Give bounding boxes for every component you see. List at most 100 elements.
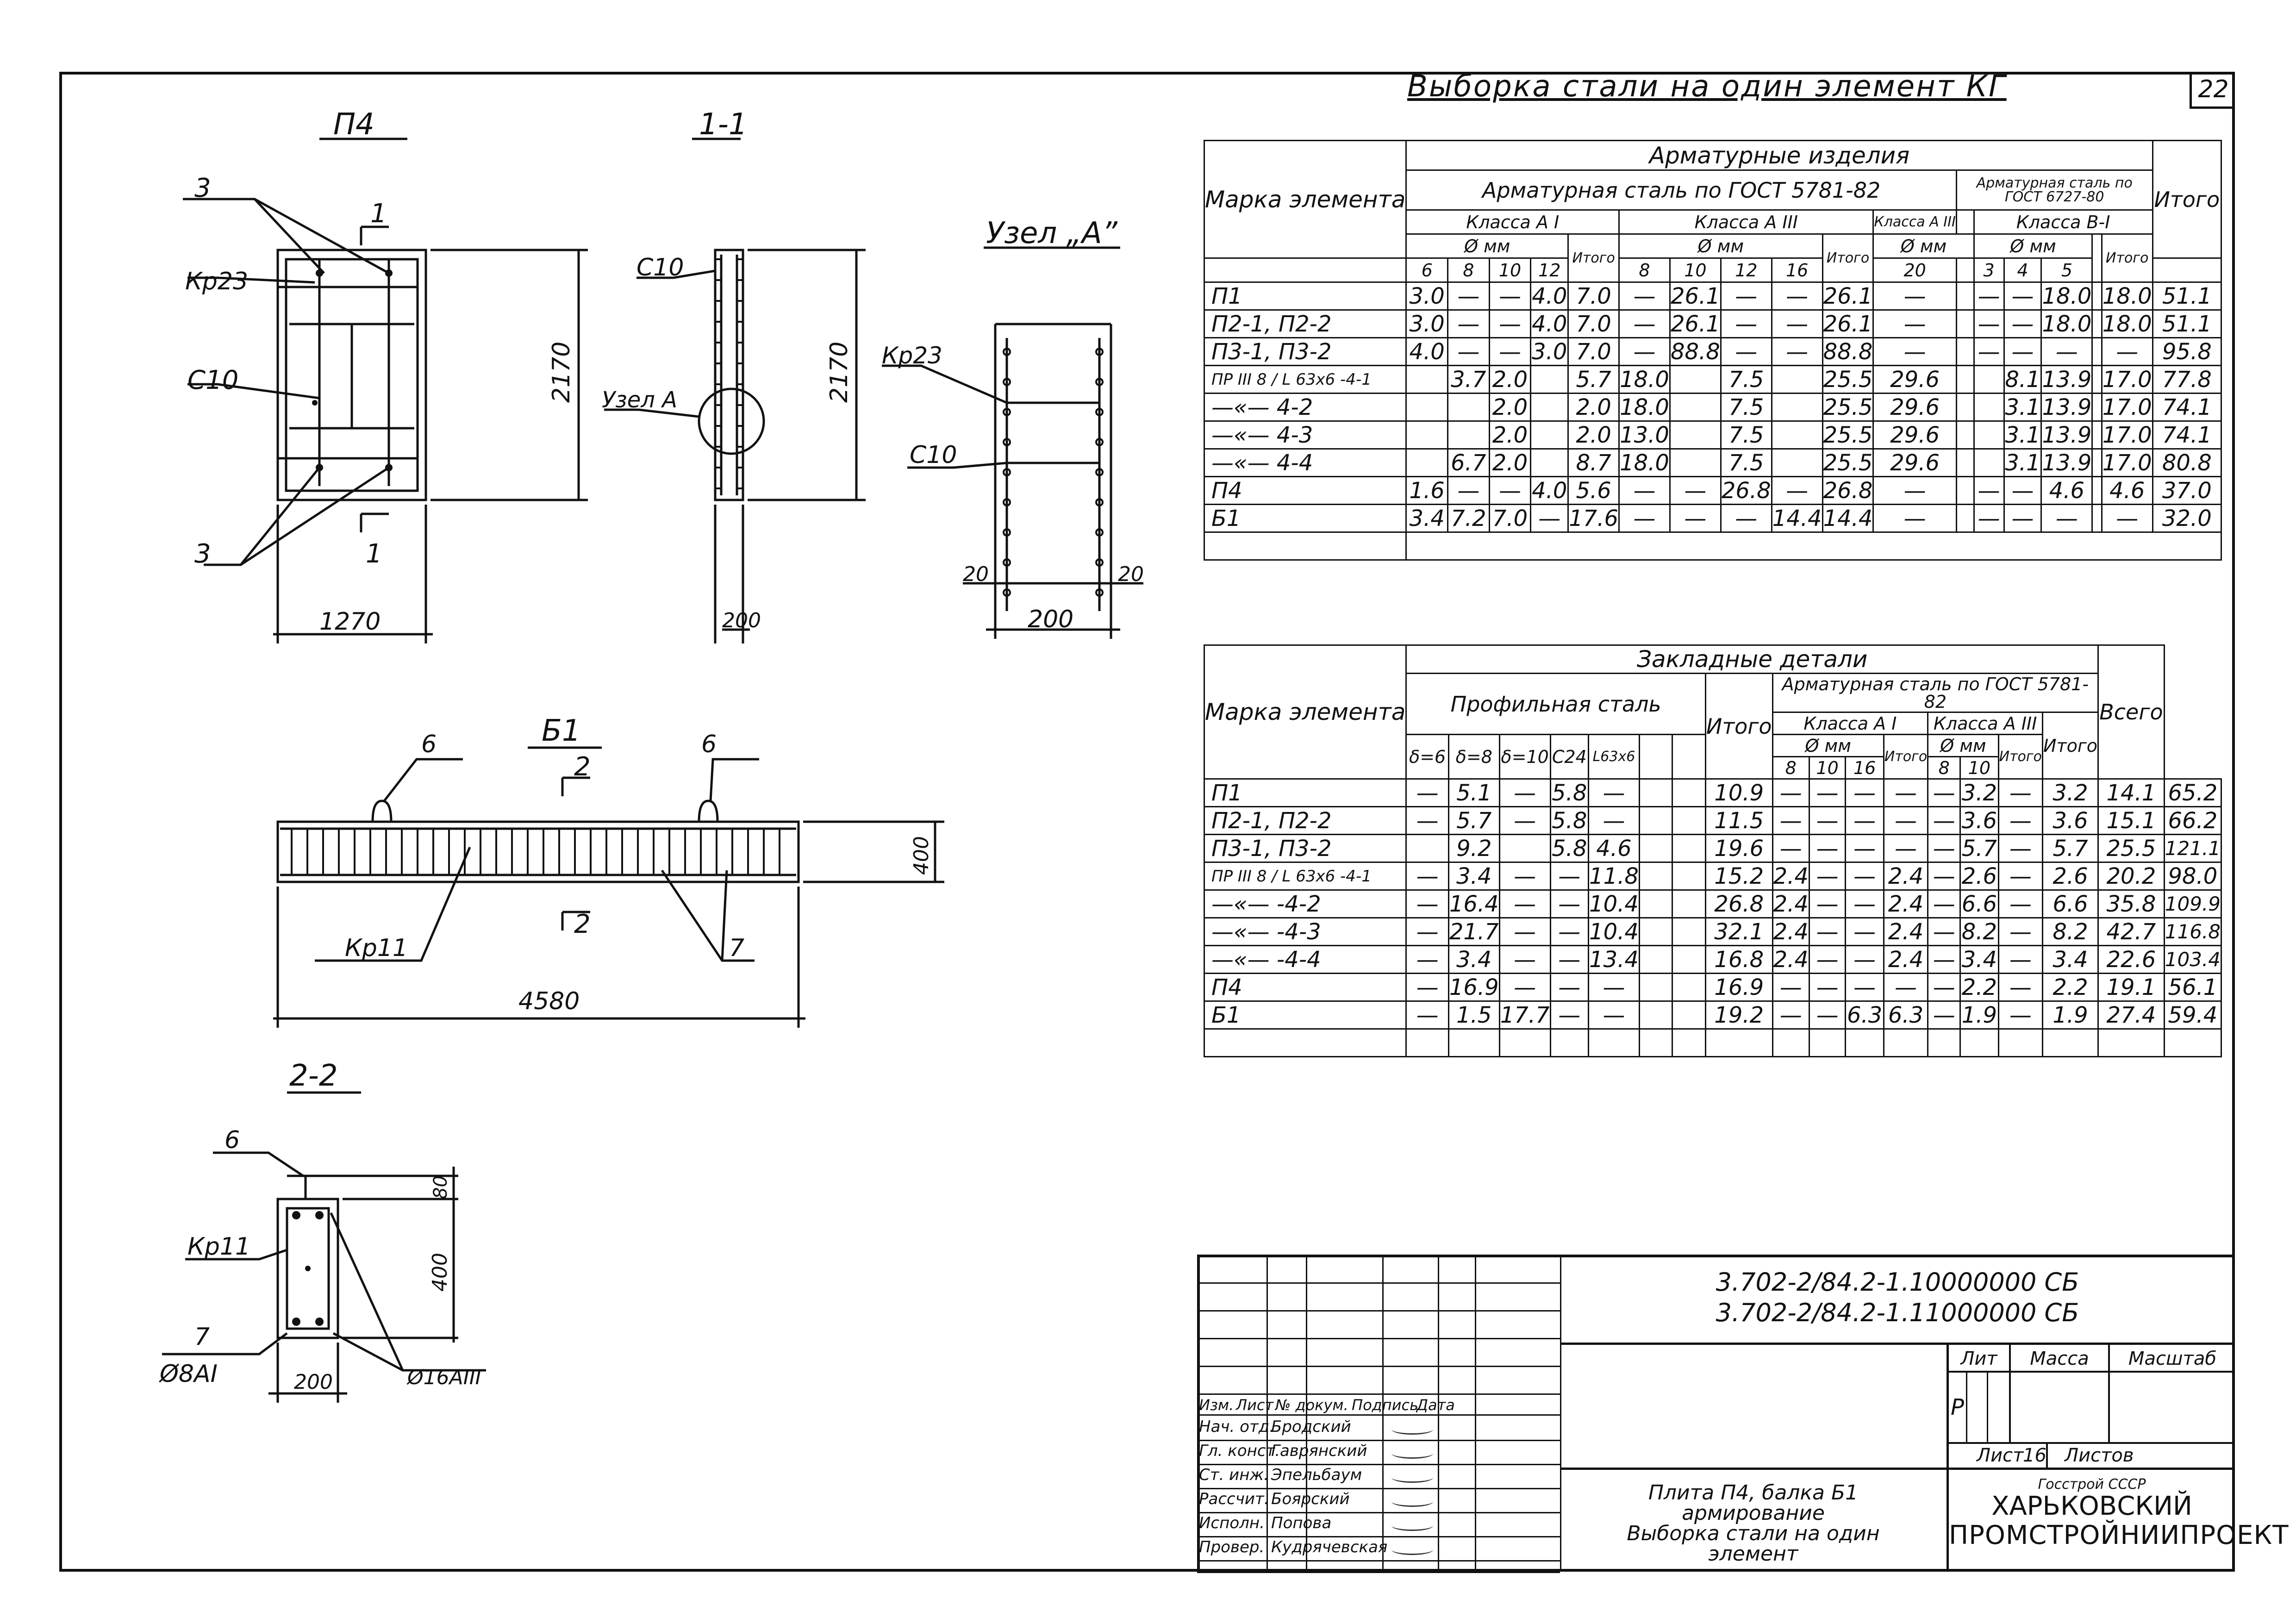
cell: 5.8 bbox=[1549, 834, 1590, 863]
cell bbox=[1405, 393, 1448, 422]
cell: — bbox=[1772, 834, 1810, 863]
cell bbox=[1672, 917, 1706, 946]
cell: — bbox=[1447, 476, 1490, 505]
cell: 15.1 bbox=[2097, 806, 2165, 835]
cell: 14.4 bbox=[1822, 504, 1874, 533]
cell bbox=[1955, 504, 1975, 533]
cell: 1.5 bbox=[1447, 1000, 1500, 1030]
cell bbox=[2091, 365, 2103, 394]
signer-name: Боярский bbox=[1271, 1490, 1350, 1508]
col-head: 8 bbox=[1772, 756, 1810, 780]
cell: 3.1 bbox=[2003, 420, 2042, 450]
cell: 13.9 bbox=[2040, 365, 2093, 394]
cell: — bbox=[2101, 504, 2153, 533]
col-head: L63х6 bbox=[1588, 734, 1640, 780]
cell: 6.3 bbox=[1883, 1000, 1929, 1030]
sheet-value: 16 bbox=[2023, 1445, 2046, 1466]
s22-label: Кр11 bbox=[187, 1233, 250, 1261]
cell: 116.8 bbox=[2163, 917, 2222, 946]
cell: 3.6 bbox=[2042, 806, 2099, 835]
s11-label: С10 bbox=[636, 254, 684, 281]
cell bbox=[1672, 778, 1706, 807]
cell: — bbox=[1872, 476, 1957, 505]
row-mark: Б1 bbox=[1203, 504, 1407, 533]
cell: 2.4 bbox=[1772, 945, 1810, 974]
description-line: Выборка стали на один bbox=[1627, 1522, 1880, 1545]
cell: 15.2 bbox=[1704, 862, 1773, 891]
revision-header: Дата bbox=[1416, 1396, 1455, 1414]
cell: 2.0 bbox=[1488, 420, 1532, 450]
mass-header: Масса bbox=[2030, 1348, 2089, 1369]
org-block: Госстрой СССР ХАРЬКОВСКИЙ ПРОМСТРОЙНИИПР… bbox=[1949, 1468, 2289, 1572]
cell: — bbox=[1883, 973, 1929, 1002]
col-head: 5 bbox=[2040, 257, 2093, 283]
subtotal-a1: Итого bbox=[1883, 734, 1929, 780]
cell: 29.6 bbox=[1872, 420, 1957, 450]
dia-label: Ø мм bbox=[1973, 233, 2093, 259]
cell: 17.0 bbox=[2101, 448, 2153, 477]
cell: — bbox=[1447, 337, 1490, 366]
signature bbox=[1391, 1544, 1433, 1555]
cell: 13.9 bbox=[2040, 420, 2093, 450]
s11-dim: 200 bbox=[722, 609, 761, 632]
class-a3-small-header: Класса А III bbox=[1872, 209, 1957, 235]
cell: — bbox=[1772, 778, 1810, 807]
cell: 19.6 bbox=[1704, 834, 1773, 863]
node-a-label: С10 bbox=[910, 441, 957, 469]
cell bbox=[1638, 862, 1673, 891]
cell: 27.4 bbox=[2097, 1000, 2165, 1030]
col-head: 10 bbox=[1669, 257, 1722, 283]
cell: 42.7 bbox=[2097, 917, 2165, 946]
cell: 121.1 bbox=[2163, 834, 2222, 863]
cell: — bbox=[1973, 476, 2005, 505]
cell: 3.7 bbox=[1447, 365, 1490, 394]
itogo-profile: Итого bbox=[1704, 673, 1773, 780]
cell: 18.0 bbox=[2040, 309, 2093, 338]
dia-label: Ø мм bbox=[1927, 734, 1999, 757]
cell: 2.0 bbox=[1567, 393, 1620, 422]
b1-dim: 400 bbox=[910, 836, 933, 875]
cell bbox=[1530, 420, 1569, 450]
cell: — bbox=[1618, 309, 1671, 338]
cell: 21.7 bbox=[1447, 917, 1500, 946]
cell bbox=[1955, 393, 1975, 422]
cell: 26.1 bbox=[1822, 309, 1874, 338]
b1-cut: 2 bbox=[574, 909, 591, 939]
cell bbox=[1638, 917, 1673, 946]
row-mark: —«— -4-3 bbox=[1203, 917, 1407, 946]
cell: — bbox=[1588, 973, 1640, 1002]
cell: 25.5 bbox=[1822, 448, 1874, 477]
cell: — bbox=[1549, 1000, 1590, 1030]
cell bbox=[1672, 862, 1706, 891]
cell: — bbox=[1488, 476, 1532, 505]
cell: — bbox=[1927, 945, 1961, 974]
cell: 6.7 bbox=[1447, 448, 1490, 477]
cell bbox=[2091, 393, 2103, 422]
cell bbox=[1638, 889, 1673, 918]
cell: — bbox=[1772, 806, 1810, 835]
cell bbox=[1672, 1000, 1706, 1030]
dia-label: Ø мм bbox=[1618, 233, 1823, 259]
cell: — bbox=[2003, 281, 2042, 311]
sheet-number: 22 bbox=[2190, 72, 2235, 109]
cell: — bbox=[1927, 778, 1961, 807]
col-head: δ=8 bbox=[1447, 734, 1500, 780]
cell: 3.4 bbox=[1405, 504, 1448, 533]
row-mark: П3-1, П3-2 bbox=[1203, 834, 1407, 863]
cell bbox=[1530, 365, 1569, 394]
title-block bbox=[1197, 1255, 2235, 1572]
cell bbox=[1955, 309, 1975, 338]
row-mark: —«— 4-4 bbox=[1203, 448, 1407, 477]
cell: 74.1 bbox=[2152, 393, 2222, 422]
cell: — bbox=[2003, 504, 2042, 533]
cell bbox=[1672, 806, 1706, 835]
cell bbox=[1955, 365, 1975, 394]
cell: 1.9 bbox=[1959, 1000, 1999, 1030]
itogo-header: Итого bbox=[2152, 140, 2222, 259]
